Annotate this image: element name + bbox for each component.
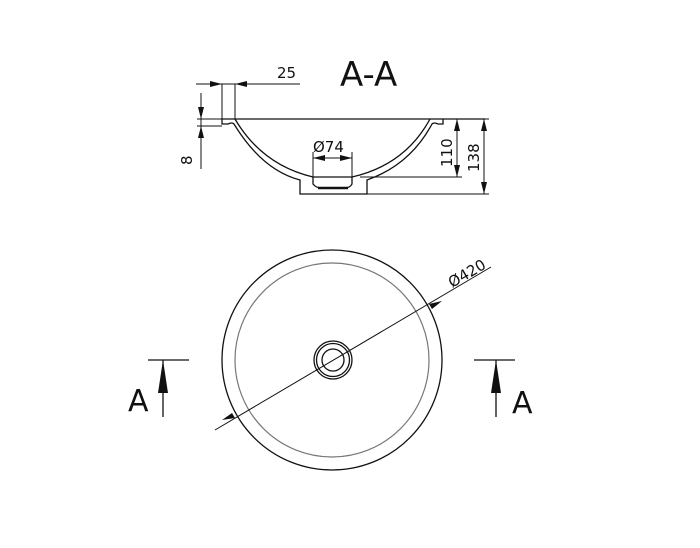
dimension-bowl-depth: 110 (360, 118, 462, 178)
svg-text:Ø74: Ø74 (313, 138, 344, 156)
svg-text:8: 8 (178, 155, 196, 165)
plan-view: Ø420 A A (128, 249, 533, 471)
section-title: A-A (340, 55, 397, 95)
inner-rim-circle (234, 262, 430, 458)
dimension-rim-thickness: 8 (178, 93, 222, 169)
section-view: A-A 25 8 (178, 55, 489, 195)
drain-icon (313, 340, 353, 380)
svg-text:Ø420: Ø420 (445, 256, 489, 292)
outer-rim-circle (221, 249, 443, 471)
dimension-total-height: 138 (367, 118, 489, 195)
dimension-drain-diameter: Ø74 (312, 138, 353, 177)
svg-text:138: 138 (465, 143, 483, 172)
svg-text:A: A (512, 386, 533, 421)
svg-text:A: A (128, 384, 149, 419)
section-marker-left: A (128, 359, 189, 419)
dimension-outer-diameter: Ø420 (214, 256, 492, 431)
dimension-rim-width: 25 (196, 64, 300, 119)
arrow-up-icon (491, 360, 501, 393)
svg-text:25: 25 (277, 64, 296, 82)
svg-text:110: 110 (438, 138, 456, 167)
arrow-up-icon (158, 360, 168, 393)
drain-section (312, 177, 353, 189)
bowl-inner-profile (234, 118, 431, 178)
section-marker-right: A (474, 359, 533, 421)
bowl-outer-profile (221, 119, 444, 195)
